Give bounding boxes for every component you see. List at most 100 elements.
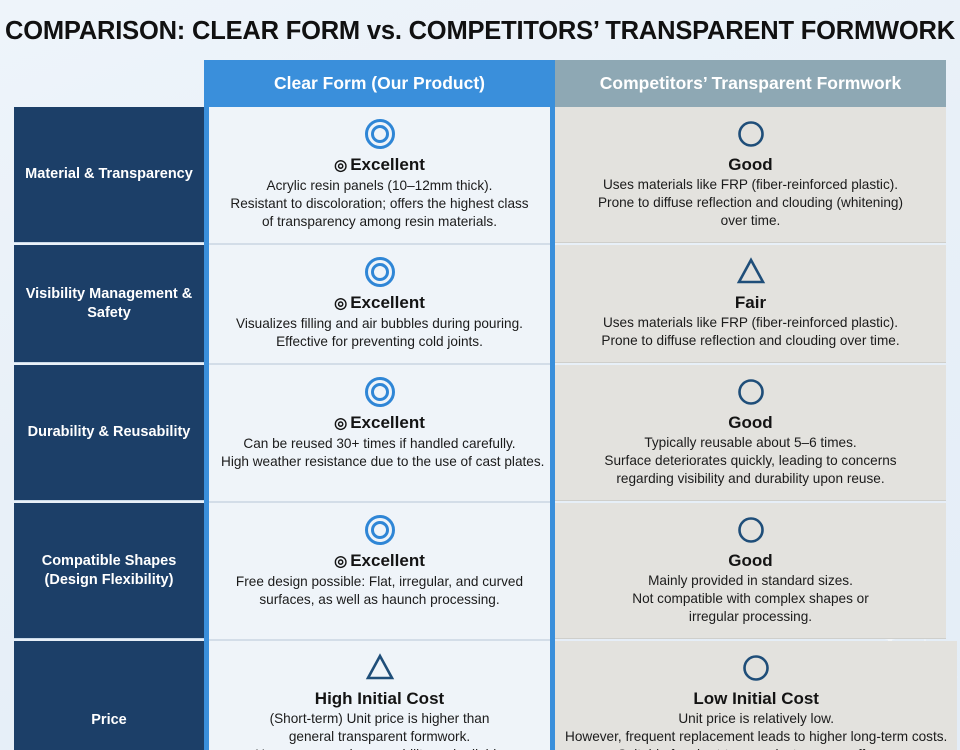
rating-label: Low Initial Cost	[565, 688, 947, 709]
circle-icon	[565, 651, 947, 685]
table-row: Visibility Management & Safety◎Excellent…	[14, 244, 946, 364]
description-line: Prone to diffuse reflection and clouding…	[597, 195, 904, 211]
rating-label: ◎Excellent	[221, 550, 538, 572]
description-line: Free design possible: Flat, irregular, a…	[235, 573, 524, 589]
description-line: Can be reused 30+ times if handled caref…	[243, 435, 516, 451]
circle-icon	[565, 375, 936, 409]
table-header-row: Clear Form (Our Product) Competitors’ Tr…	[14, 60, 946, 107]
rating-text: Excellent	[350, 550, 425, 570]
description-text: Unit price is relatively low. However, fr…	[565, 710, 947, 750]
rating-label: ◎Excellent	[221, 292, 538, 314]
description-text: Uses materials like FRP (fiber-reinforce…	[565, 176, 936, 230]
rating-text: Good	[728, 550, 773, 570]
page-title: COMPARISON: CLEAR FORM vs. COMPETITORS’ …	[5, 17, 955, 45]
description-line: Prone to diffuse reflection and clouding…	[601, 333, 900, 349]
row-separator	[14, 639, 946, 641]
description-line: Resistant to discoloration; offers the h…	[230, 195, 529, 211]
description-line: general transparent formwork.	[288, 729, 471, 745]
description-line: Visualizes filling and air bubbles durin…	[236, 315, 523, 331]
description-line: Typically reusable about 5–6 times.	[644, 435, 857, 451]
description-text: Visualizes filling and air bubbles durin…	[221, 315, 538, 351]
cell-our-product: High Initial Cost(Short-term) Unit price…	[204, 640, 555, 750]
description-text: Can be reused 30+ times if handled caref…	[221, 435, 545, 471]
description-text: Typically reusable about 5–6 times. Surfa…	[565, 434, 936, 488]
comparison-table: Clear Form (Our Product) Competitors’ Tr…	[14, 60, 958, 750]
rating-text: Good	[728, 412, 773, 432]
description-line: High weather resistance due to the use o…	[221, 453, 545, 469]
header-label-spacer	[14, 60, 204, 107]
rating-label: ◎Excellent	[221, 412, 538, 434]
row-separator	[14, 243, 946, 245]
rating-text: Fair	[734, 292, 767, 312]
description-line: (Short-term) Unit price is higher than	[269, 711, 490, 727]
rating-text: Good	[728, 155, 773, 174]
rating-text: Excellent	[350, 292, 425, 312]
row-label: Visibility Management & Safety	[14, 244, 204, 364]
rating-glyph-icon: ◎	[334, 157, 348, 174]
circle-icon	[565, 513, 936, 547]
row-label: Compatible Shapes (Design Flexibility)	[14, 502, 204, 640]
triangle-icon	[565, 255, 936, 289]
rating-glyph-icon: ◎	[334, 552, 348, 570]
description-line: Effective for preventing cold joints.	[276, 333, 483, 349]
description-line: of transparency among resin materials.	[262, 213, 497, 229]
row-separator	[14, 363, 946, 365]
description-line: Acrylic resin panels (10–12mm thick).	[266, 177, 493, 193]
description-text: (Short-term) Unit price is higher than ge…	[221, 710, 538, 750]
double-circle-icon	[221, 117, 538, 151]
rating-label: High Initial Cost	[221, 688, 538, 709]
description-line: regarding visibility and durability upon…	[616, 471, 885, 487]
circle-icon	[565, 117, 936, 151]
rating-text: Excellent	[350, 155, 425, 174]
description-line: over time.	[720, 213, 781, 229]
description-text: Mainly provided in standard sizes. Not co…	[565, 572, 936, 626]
rating-text: Excellent	[350, 412, 425, 432]
rating-text: Low Initial Cost	[693, 688, 819, 708]
row-label: Durability & Reusability	[14, 364, 204, 502]
description-line: Uses materials like FRP (fiber-reinforce…	[602, 315, 899, 331]
description-line: Not compatible with complex shapes or	[632, 591, 869, 607]
double-circle-icon	[221, 513, 538, 547]
description-line: Unit price is relatively low.	[678, 711, 834, 727]
row-label: Price	[14, 640, 204, 750]
double-circle-icon	[221, 255, 538, 289]
description-line: Mainly provided in standard sizes.	[648, 573, 853, 589]
double-circle-icon	[221, 375, 538, 409]
rating-glyph-icon: ◎	[334, 294, 348, 312]
description-text: Acrylic resin panels (10–12mm thick). Res…	[221, 177, 538, 231]
rating-label: Good	[565, 412, 936, 433]
description-line: Suitable for short-term projects or one-…	[565, 746, 947, 750]
description-line: Uses materials like FRP (fiber-reinforce…	[602, 177, 899, 193]
rating-text: High Initial Cost	[314, 688, 445, 708]
rating-label: ◎Excellent	[221, 154, 538, 176]
column-header-our-product: Clear Form (Our Product)	[204, 60, 555, 107]
row-label: Material & Transparency	[14, 107, 204, 244]
description-text: Uses materials like FRP (fiber-reinforce…	[565, 314, 936, 350]
description-line: However, frequent replacement leads to h…	[565, 729, 948, 745]
rating-glyph-icon: ◎	[334, 414, 348, 432]
triangle-icon	[221, 651, 538, 685]
description-line: However, superior reusability and reliab…	[221, 746, 538, 750]
rating-label: Good	[565, 154, 936, 175]
table-row: Compatible Shapes (Design Flexibility)◎E…	[14, 502, 946, 640]
rating-label: Fair	[565, 292, 936, 313]
description-text: Free design possible: Flat, irregular, a…	[221, 573, 538, 609]
description-line: Surface deteriorates quickly, leading to…	[604, 453, 897, 469]
description-line: irregular processing.	[688, 609, 813, 625]
column-header-competitors: Competitors’ Transparent Formwork	[555, 60, 946, 107]
rating-label: Good	[565, 550, 936, 571]
description-line: surfaces, as well as haunch processing.	[259, 591, 500, 607]
